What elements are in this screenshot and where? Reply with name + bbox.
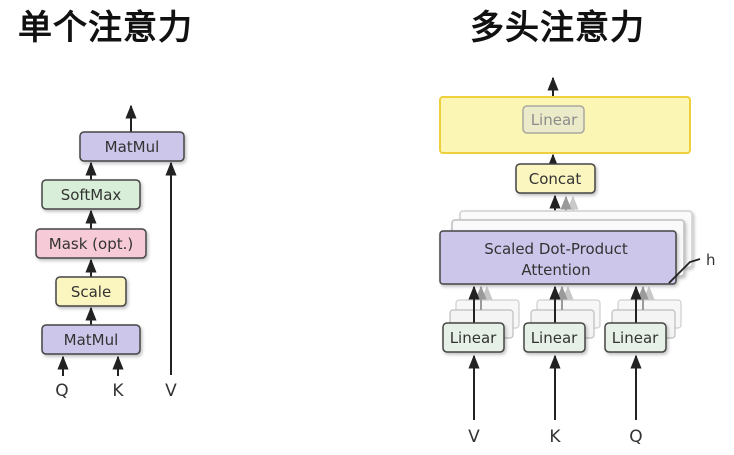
matmul-top-label: MatMul [105, 138, 160, 156]
single-head-attention-title: 单个注意力 [18, 8, 193, 48]
matmul-bottom-block: MatMul [41, 324, 141, 355]
linear-q-label: Linear [612, 329, 659, 347]
q-input-label-right: Q [629, 427, 642, 447]
linear-v-label: Linear [450, 329, 497, 347]
linear-q-stack: Linear [604, 285, 682, 420]
q-input-label: Q [55, 381, 68, 401]
v-input-label: V [165, 381, 177, 401]
matmul-bottom-label: MatMul [64, 331, 119, 349]
mask-label: Mask (opt.) [49, 235, 133, 253]
attention-label-line2: Attention [521, 261, 590, 279]
concat-label: Concat [529, 170, 582, 188]
k-input-label: K [112, 381, 124, 401]
multi-head-diagram: Linear Concat Scaled Dot-Product Attenti… [439, 76, 716, 447]
heads-bracket [668, 258, 701, 284]
softmax-block: SoftMax [41, 179, 141, 210]
multi-head-attention-title: 多头注意力 [470, 8, 645, 48]
heads-label: h [706, 251, 716, 269]
linear-top-label: Linear [531, 111, 578, 129]
single-head-diagram: MatMul SoftMax Mask (opt.) Scale MatMul … [35, 104, 185, 401]
linear-k-label: Linear [531, 329, 578, 347]
scale-label: Scale [71, 283, 111, 301]
softmax-label: SoftMax [61, 186, 122, 204]
linear-k-stack: Linear [523, 285, 601, 420]
mask-block: Mask (opt.) [35, 228, 147, 259]
linear-v-stack: Linear [442, 285, 520, 420]
k-input-label-right: K [549, 427, 561, 447]
matmul-top-block: MatMul [79, 131, 185, 162]
concat-block: Concat [515, 163, 596, 194]
linear-top-panel: Linear [439, 96, 691, 154]
attention-label-line1: Scaled Dot-Product [484, 240, 628, 258]
v-input-label-right: V [468, 427, 480, 447]
scale-block: Scale [55, 276, 127, 307]
scaled-dot-product-attention-block: Scaled Dot-Product Attention [439, 230, 677, 285]
